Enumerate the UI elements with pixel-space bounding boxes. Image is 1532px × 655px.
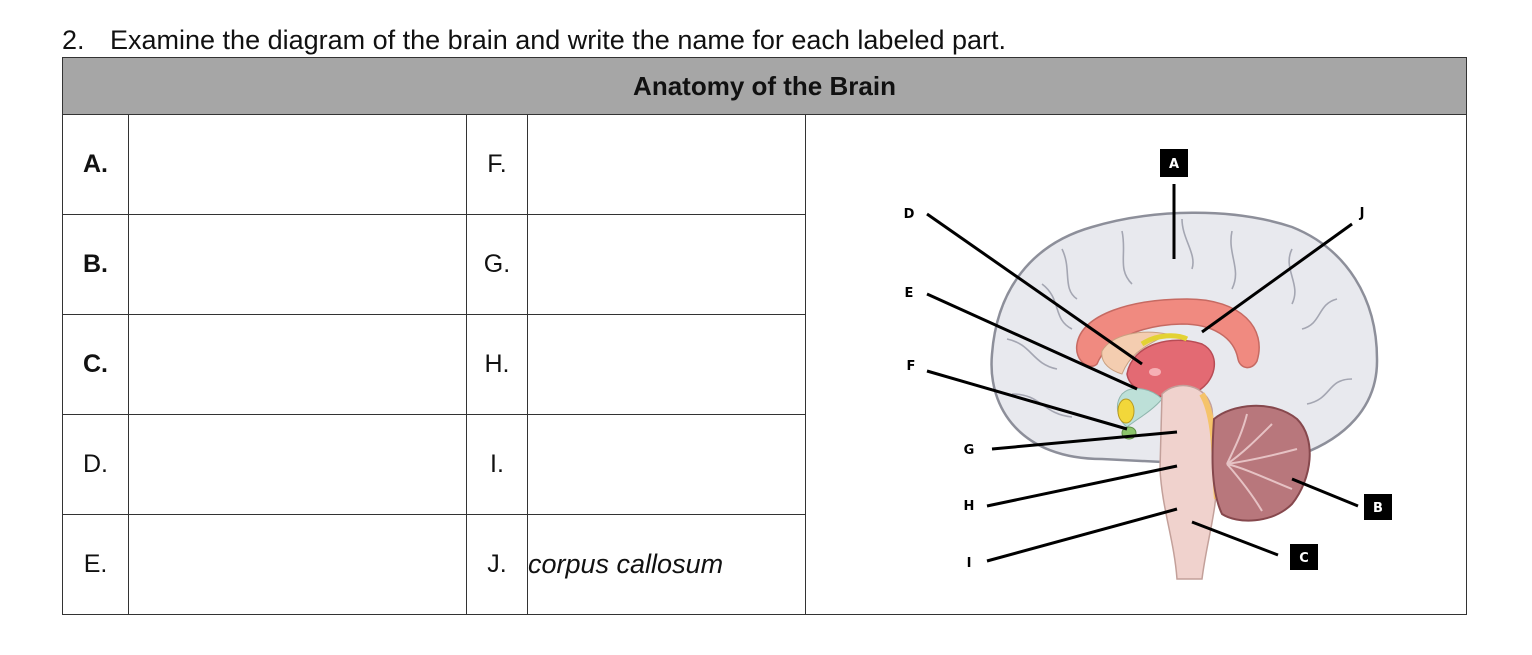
answer-g[interactable] (527, 214, 806, 315)
arbor-vitae-lines (1226, 413, 1298, 512)
label-d: D. (62, 414, 129, 515)
gyri-lines (1006, 218, 1353, 418)
answer-j[interactable]: corpus callosum (527, 514, 806, 615)
diagram-label-e: E (905, 286, 914, 301)
label-g: G. (466, 214, 528, 315)
pituitary-shape (1117, 398, 1135, 424)
answer-a[interactable] (128, 114, 467, 215)
label-i: I. (466, 414, 528, 515)
diagram-label-d: D (904, 207, 915, 222)
answer-c[interactable] (128, 314, 467, 415)
answer-h[interactable] (527, 314, 806, 415)
brainstem-shape (1159, 384, 1218, 580)
diagram-label-h: H (964, 499, 975, 514)
diagram-label-i: I (967, 556, 972, 571)
diagram-label-f: F (907, 359, 916, 374)
corpus-callosum-shape (1075, 298, 1260, 369)
table-row: C. H. (62, 314, 1467, 415)
label-f: F. (466, 114, 528, 215)
question-number: 2. (62, 25, 85, 55)
pointer-lines (926, 184, 1359, 563)
fornix-shape (1101, 331, 1169, 375)
label-a: A. (62, 114, 129, 215)
label-e: E. (62, 514, 129, 615)
question: 2. Examine the diagram of the brain and w… (62, 22, 1006, 58)
table-row: A. F. (62, 114, 1468, 615)
label-j: J. (466, 514, 528, 615)
label-c: C. (62, 314, 129, 415)
table-title: Anatomy of the Brain (61, 57, 1468, 115)
diagram-label-c: C (1299, 551, 1309, 566)
table-row: E. J. corpus callosum (62, 514, 1467, 615)
stria-shape (1140, 333, 1189, 347)
table-row: B. G. (62, 214, 1467, 315)
label-box-b (1364, 494, 1392, 520)
diagram-label-j: J (1359, 206, 1365, 221)
answer-b[interactable] (128, 214, 467, 315)
label-box-c (1290, 544, 1318, 570)
answer-f[interactable] (527, 114, 806, 215)
answer-d[interactable] (128, 414, 467, 515)
diagram-label-b: B (1373, 501, 1383, 516)
answer-i[interactable] (527, 414, 806, 515)
answer-e[interactable] (128, 514, 467, 615)
question-text: Examine the diagram of the brain and wri… (110, 25, 1007, 55)
table-row: D. I. (62, 414, 1467, 515)
cerebellum-shape (1211, 404, 1311, 522)
diagram-label-a: A (1169, 157, 1179, 172)
anatomy-table: Anatomy of the Brain A. F. (61, 57, 1468, 615)
label-box-a (1160, 149, 1188, 177)
label-b: B. (62, 214, 129, 315)
brain-diagram-cell: A B C D E F G H I J (804, 114, 1468, 615)
brain-diagram: A B C D E F G H I J (904, 149, 1392, 580)
label-h: H. (466, 314, 528, 415)
mammillary-mark (1149, 368, 1161, 376)
diagram-label-g: G (964, 443, 975, 458)
